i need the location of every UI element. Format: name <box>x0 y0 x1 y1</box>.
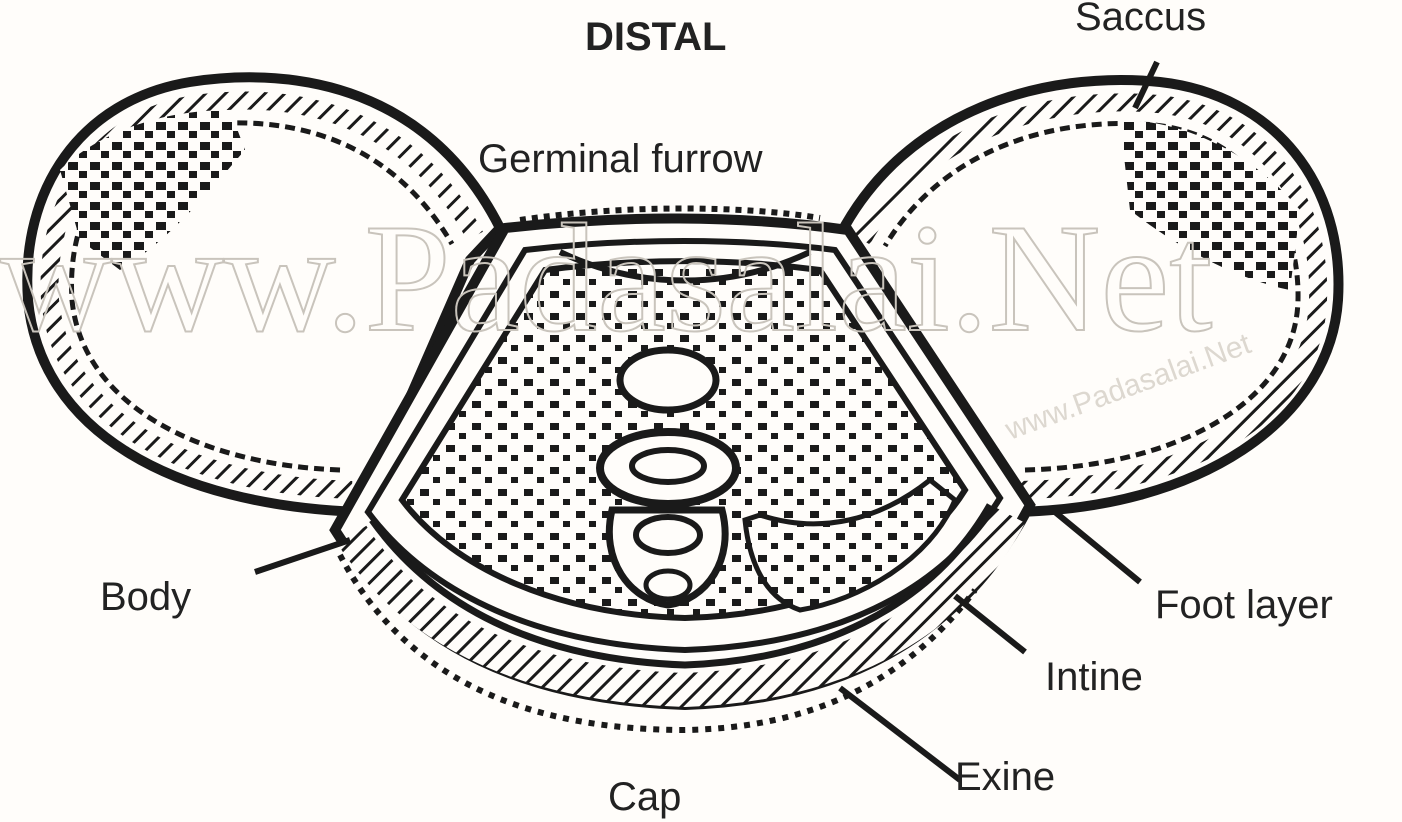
leader-foot-layer <box>1055 512 1140 582</box>
label-body: Body <box>100 575 191 619</box>
label-intine: Intine <box>1045 655 1143 699</box>
label-exine: Exine <box>955 755 1055 799</box>
leader-intine <box>955 596 1025 652</box>
generative-cell <box>600 432 736 504</box>
label-cap: Cap <box>608 775 681 819</box>
label-saccus: Saccus <box>1075 0 1206 39</box>
leader-exine <box>840 688 960 780</box>
title-distal: DISTAL <box>585 15 726 59</box>
label-germinal-furrow: Germinal furrow <box>478 137 763 181</box>
watermark-main: www.Padasalai.Net <box>0 192 1212 364</box>
label-foot-layer: Foot layer <box>1155 583 1333 627</box>
leader-body <box>255 540 350 572</box>
